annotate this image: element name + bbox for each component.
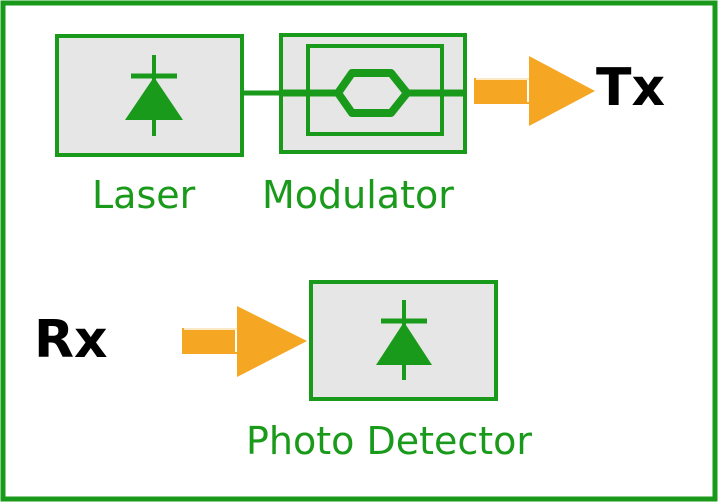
tx-label: Tx	[596, 58, 666, 118]
modulator-label: Modulator	[262, 173, 454, 217]
mach-zehnder-icon	[281, 69, 465, 117]
photodetector-label: Photo Detector	[246, 419, 533, 463]
rx-arrow-icon	[182, 306, 307, 377]
tx-arrow-icon	[474, 56, 595, 126]
modulator-block[interactable]	[279, 33, 467, 154]
laser-label: Laser	[92, 173, 196, 217]
diode-icon	[376, 300, 432, 380]
rx-label: Rx	[34, 310, 108, 370]
laser-block[interactable]	[55, 34, 244, 157]
diode-icon	[125, 55, 183, 136]
photodetector-block[interactable]	[309, 280, 498, 401]
